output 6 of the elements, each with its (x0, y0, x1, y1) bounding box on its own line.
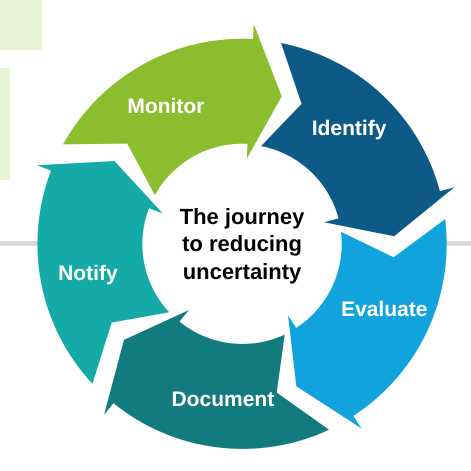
step-label: Document (172, 388, 274, 412)
step-label: Monitor (127, 94, 204, 119)
step-label: Notify (58, 262, 118, 286)
step-label: Identify (312, 117, 386, 142)
step-label: Evaluate (341, 298, 428, 322)
center-title: The journey to reducing uncertainty (178, 202, 306, 286)
